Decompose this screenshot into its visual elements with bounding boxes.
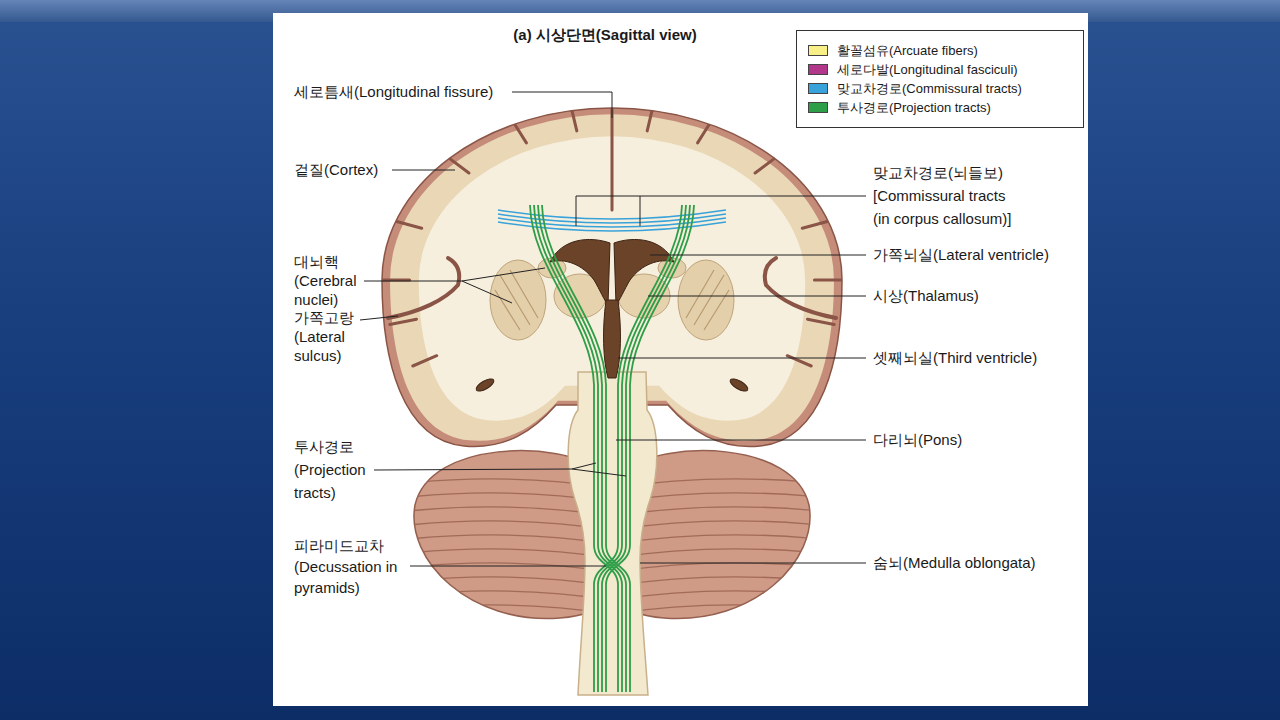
projection-fiber	[542, 205, 630, 692]
legend-entry: 활꼴섬유(Arcuate fibers)	[808, 41, 1071, 60]
leader-line	[410, 566, 606, 567]
legend-text: 활꼴섬유(Arcuate fibers)	[837, 41, 978, 60]
projection-fiber	[598, 205, 686, 692]
legend-swatch	[808, 102, 828, 113]
lateral-sulcus	[388, 258, 459, 318]
structure-label: 맞교차경로(뇌들보) [Commissural tracts (in corpu…	[873, 161, 1021, 230]
structure-label: 시상(Thalamus)	[873, 286, 979, 306]
structure-label: 겉질(Cortex)	[294, 160, 378, 180]
structure-label: 셋째뇌실(Third ventricle)	[873, 348, 1037, 368]
legend-text: 세로다발(Longitudinal fasciculi)	[837, 60, 1018, 79]
leader-line	[618, 358, 866, 359]
legend-swatch	[808, 45, 828, 56]
leader-line	[374, 463, 626, 476]
leader-line	[392, 170, 455, 171]
legend-swatch	[808, 83, 828, 94]
structure-label: 세로틈새(Longitudinal fissure)	[294, 82, 493, 102]
leader-line	[640, 563, 866, 564]
legend-entry: 맞교차경로(Commissural tracts)	[808, 79, 1071, 98]
legend-swatch	[808, 64, 828, 75]
legend-text: 맞교차경로(Commissural tracts)	[837, 79, 1022, 98]
structure-label: 가쪽뇌실(Lateral ventricle)	[873, 245, 1049, 265]
lateral-sulcus	[765, 258, 836, 318]
projection-tracts	[530, 205, 694, 692]
projection-fiber	[530, 205, 618, 692]
cerebral-nucleus	[678, 260, 734, 340]
structure-label: 피라미드교차 (Decussation in pyramids)	[294, 535, 412, 598]
leader-line	[512, 92, 612, 118]
third-ventricle	[604, 300, 621, 378]
brainstem	[568, 372, 657, 695]
leader-line	[364, 268, 545, 303]
panel	[273, 13, 1088, 706]
longitudinal-fissure	[611, 104, 614, 210]
projection-fiber	[594, 205, 682, 692]
legend-entry: 세로다발(Longitudinal fasciculi)	[808, 60, 1071, 79]
projection-fiber	[534, 205, 622, 692]
temporal-horn	[474, 377, 495, 394]
structure-label: 대뇌핵 (Cerebral nuclei)	[294, 252, 374, 309]
leader-line	[616, 440, 866, 441]
structure-label: 가쪽고랑 (Lateral sulcus)	[294, 308, 374, 365]
leader-line	[648, 296, 866, 297]
structure-label: 다리뇌(Pons)	[873, 430, 962, 450]
leader-line	[650, 255, 866, 256]
legend-text: 투사경로(Projection tracts)	[837, 98, 991, 117]
legend-entry: 투사경로(Projection tracts)	[808, 98, 1071, 117]
diagram-title: (a) 시상단면(Sagittal view)	[405, 25, 805, 45]
leader-lines	[360, 92, 866, 566]
legend-box: 활꼴섬유(Arcuate fibers)세로다발(Longitudinal fa…	[796, 30, 1084, 128]
projection-fiber	[538, 205, 626, 692]
projection-fiber	[606, 205, 694, 692]
leader-line	[576, 196, 866, 226]
commissural-fiber	[498, 210, 726, 219]
leader-line	[360, 316, 398, 320]
structure-label: 투사경로 (Projection tracts)	[294, 435, 389, 504]
projection-fiber	[602, 205, 690, 692]
temporal-horn	[728, 377, 749, 394]
structure-label: 숨뇌(Medulla oblongata)	[873, 553, 1036, 573]
